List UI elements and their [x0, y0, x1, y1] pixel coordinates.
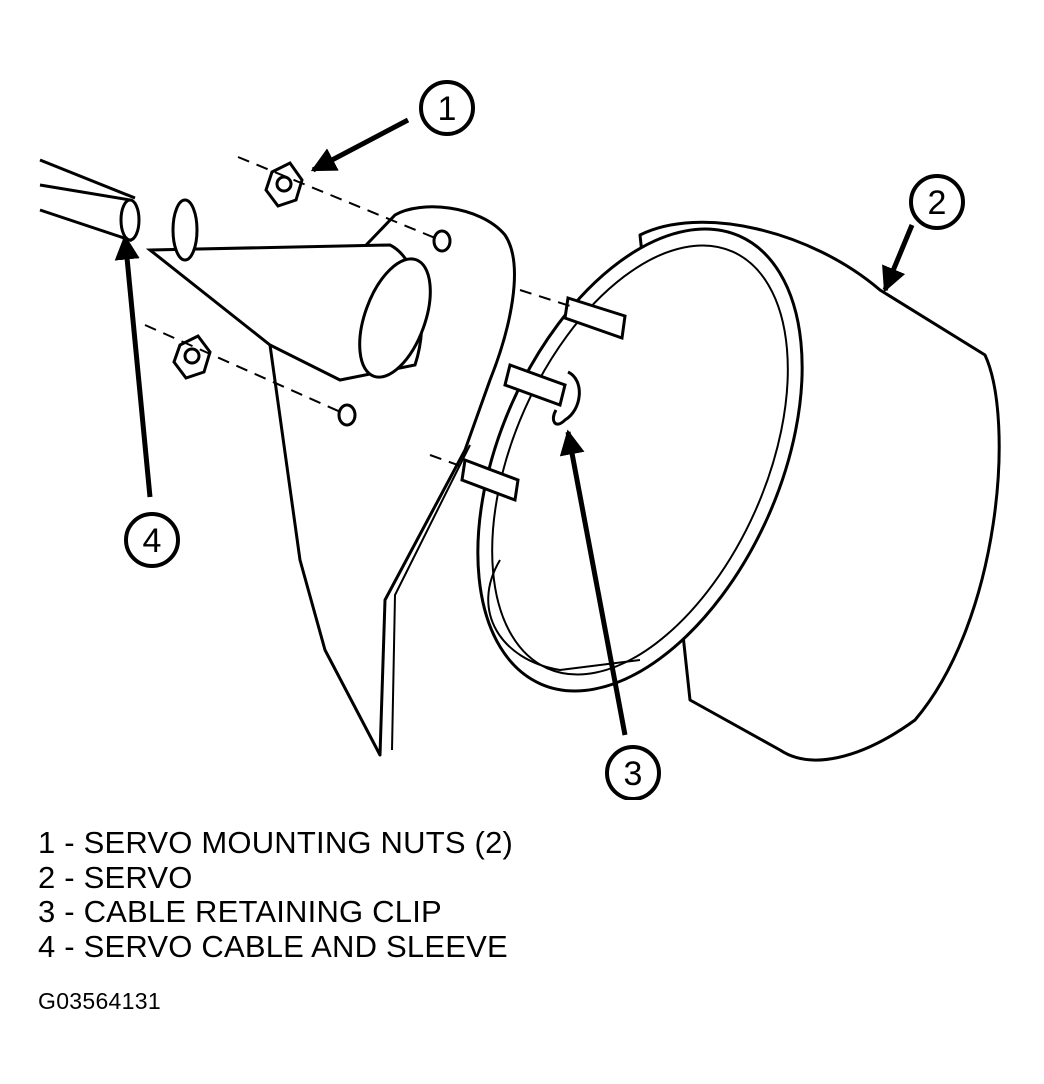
servo-exploded-diagram: 1 2 3 4	[39, 80, 1001, 800]
callout-1: 1	[419, 80, 475, 136]
flange-holes	[337, 229, 452, 427]
svg-text:3: 3	[624, 755, 643, 793]
leader-arrows	[114, 117, 915, 736]
legend-item-2: 2 - SERVO	[38, 859, 193, 895]
legend: 1 - SERVO MOUNTING NUTS (2) 2 - SERVO 3 …	[38, 825, 514, 964]
leader-arrow-1	[310, 117, 410, 173]
callout-2: 2	[909, 174, 965, 230]
cable-and-sleeve	[39, 158, 432, 382]
studs	[460, 296, 627, 503]
legend-item-3: 3 - CABLE RETAINING CLIP	[38, 894, 442, 929]
leader-arrow-2	[882, 224, 915, 293]
leader-arrow-3	[559, 429, 628, 736]
svg-text:4: 4	[143, 522, 162, 560]
leader-arrow-4	[114, 234, 153, 498]
servo-body	[476, 220, 1001, 762]
cable-retaining-clip	[551, 370, 581, 426]
alignment-lines	[144, 156, 571, 469]
callout-3: 3	[605, 745, 661, 800]
legend-item-4: 4 - SERVO CABLE AND SLEEVE	[38, 928, 508, 964]
callout-4: 4	[124, 512, 180, 568]
svg-text:1: 1	[438, 90, 457, 128]
figure-id: G03564131	[38, 988, 161, 1014]
legend-item-1: 1 - SERVO MOUNTING NUTS (2)	[38, 825, 514, 860]
servo-mounting-nuts	[172, 161, 304, 380]
svg-text:2: 2	[928, 184, 947, 222]
